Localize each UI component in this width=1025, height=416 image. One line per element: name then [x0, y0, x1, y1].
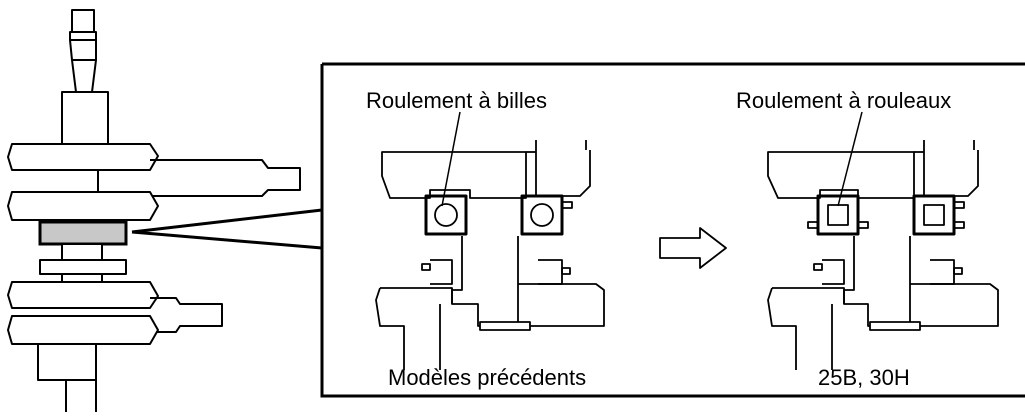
previous-models-label: Modèles précédents	[388, 365, 586, 390]
ball-bearing-label: Roulement à billes	[366, 88, 547, 113]
new-model-detail	[767, 140, 999, 370]
crankshaft-drawing	[7, 9, 301, 221]
crankshaft-lower-drawing	[7, 243, 223, 412]
roller-bearing-leader	[837, 111, 863, 207]
new-models-label: 25B, 30H	[818, 365, 910, 390]
bearing-highlight-box	[38, 220, 128, 246]
comparison-arrow	[659, 227, 727, 269]
ball-bearing-leader	[441, 111, 461, 207]
zoom-callout-lines	[131, 208, 323, 250]
roller-bearing-label: Roulement à rouleaux	[736, 88, 951, 113]
detail-frame	[320, 62, 1025, 398]
previous-model-detail	[375, 140, 605, 370]
